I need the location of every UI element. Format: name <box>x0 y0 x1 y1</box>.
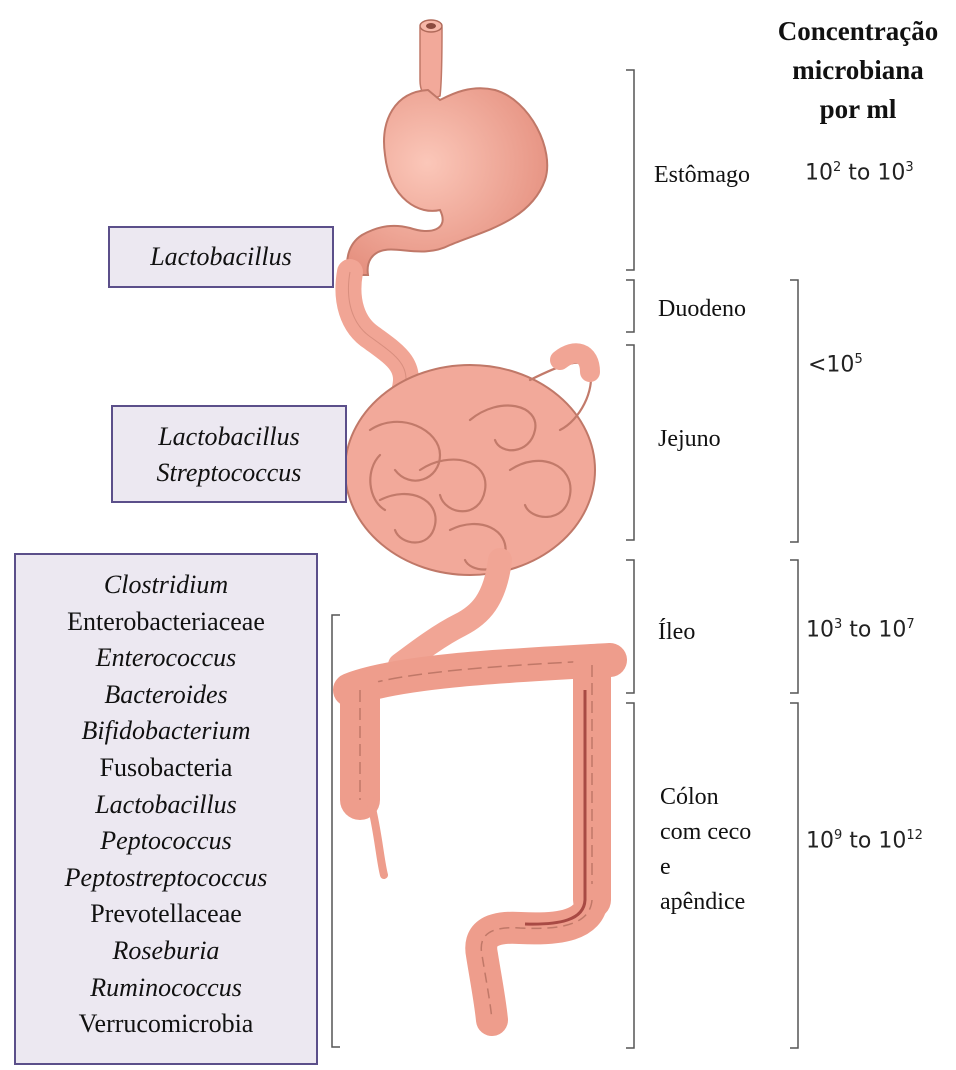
label-ileo: Íleo <box>658 615 695 650</box>
box-stomach-bacteria: Lactobacillus <box>108 226 334 288</box>
bracket-duodeno <box>626 280 640 332</box>
bacteria-item: Roseburia <box>16 933 316 970</box>
bracket-large-intestine <box>326 615 340 1047</box>
concentration-header: Concentração microbiana por ml <box>760 12 956 129</box>
bacteria-item: Prevotellaceae <box>16 896 316 933</box>
ileum <box>400 560 500 665</box>
bacteria-item: Bifidobacterium <box>16 713 316 750</box>
header-line-1: Concentração <box>760 12 956 51</box>
label-duodeno: Duodeno <box>658 292 746 327</box>
header-line-2: microbiana <box>760 51 956 90</box>
label-colon-line-3: e <box>660 850 751 885</box>
bacteria-item: Clostridium <box>16 567 316 604</box>
bacteria-streptococcus: Streptococcus <box>113 455 345 491</box>
bacteria-item: Ruminococcus <box>16 970 316 1007</box>
label-jejuno: Jejuno <box>658 422 721 457</box>
bacteria-lactobacillus: Lactobacillus <box>113 419 345 455</box>
box-small-intestine-bacteria: Lactobacillus Streptococcus <box>111 405 347 503</box>
colon <box>350 660 610 1020</box>
label-colon-line-4: apêndice <box>660 885 751 920</box>
bracket-conc-colon <box>790 703 804 1048</box>
esophagus <box>420 20 442 100</box>
bracket-conc-ileo <box>790 560 804 693</box>
label-estomago: Estômago <box>654 158 750 193</box>
label-colon: Cólon com ceco e apêndice <box>660 780 751 920</box>
bacteria-item: Peptococcus <box>16 823 316 860</box>
label-colon-line-1: Cólon <box>660 780 751 815</box>
bacteria-item: Enterobacteriaceae <box>16 604 316 641</box>
stomach <box>347 88 547 275</box>
bacteria-lactobacillus: Lactobacillus <box>110 228 332 286</box>
conc-duodeno-jejuno: <105 <box>808 352 863 377</box>
bracket-estomago <box>626 70 640 270</box>
bracket-ileo <box>626 560 640 693</box>
bacteria-item: Verrucomicrobia <box>16 1006 316 1043</box>
bacteria-item: Peptostreptococcus <box>16 860 316 897</box>
small-intestine <box>345 353 595 575</box>
bracket-colon <box>626 703 640 1048</box>
bacteria-item: Bacteroides <box>16 677 316 714</box>
bracket-jejuno <box>626 345 640 540</box>
conc-ileo: 103 to 107 <box>806 617 915 642</box>
conc-estomago: 102 to 103 <box>805 160 914 185</box>
bacteria-item: Enterococcus <box>16 640 316 677</box>
label-colon-line-2: com ceco <box>660 815 751 850</box>
header-line-3: por ml <box>760 90 956 129</box>
conc-colon: 109 to 1012 <box>806 828 923 853</box>
bacteria-item: Lactobacillus <box>16 787 316 824</box>
bracket-conc-duodeno-jejuno <box>790 280 804 542</box>
bacteria-item: Fusobacteria <box>16 750 316 787</box>
